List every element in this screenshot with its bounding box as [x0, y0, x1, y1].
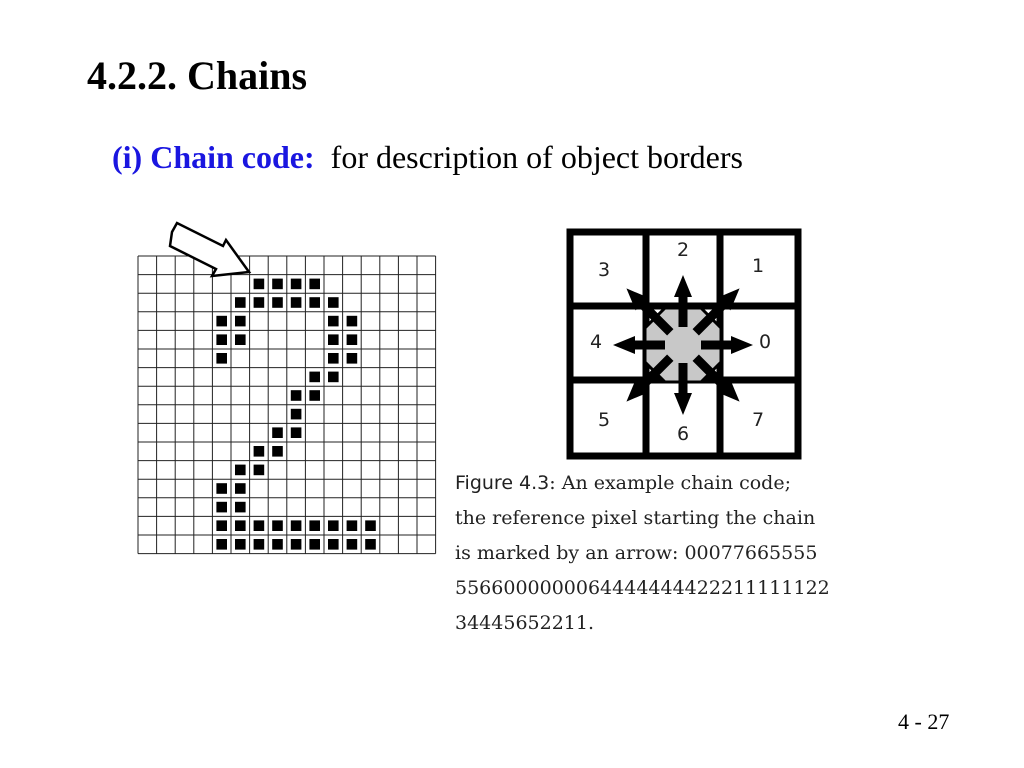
direction-arrow-icon: [674, 275, 692, 327]
filled-pixel: [272, 427, 283, 438]
direction-label-3: 3: [598, 259, 610, 281]
filled-pixel: [290, 539, 302, 550]
filled-pixel: [235, 315, 246, 327]
filled-pixel: [235, 501, 246, 513]
caption-line-3-prefix: is marked by an arrow:: [455, 542, 679, 564]
filled-pixel: [253, 297, 265, 308]
filled-pixel: [235, 483, 246, 494]
direction-label-4: 4: [590, 331, 602, 353]
filled-pixel: [216, 483, 227, 494]
filled-pixel: [253, 446, 265, 457]
filled-pixel: [290, 390, 302, 401]
direction-arrow-icon: [626, 288, 674, 336]
page-number: 4 - 27: [898, 709, 950, 734]
direction-compass-diagram: 0 1 2 3 4 5 6 7: [566, 228, 802, 460]
filled-pixel: [216, 501, 227, 513]
direction-label-0: 0: [759, 331, 771, 353]
chain-code-end: 34445652211.: [455, 612, 595, 634]
item-term: Chain code:: [150, 139, 315, 175]
filled-pixel: [290, 297, 302, 308]
filled-pixels: [216, 278, 376, 550]
filled-pixel: [328, 334, 339, 345]
filled-pixel: [272, 297, 283, 308]
filled-pixel: [309, 520, 320, 531]
filled-pixel: [216, 334, 227, 345]
filled-pixel: [346, 520, 358, 531]
direction-arrows: [613, 275, 753, 415]
grid-lines: [137, 255, 437, 555]
filled-pixel: [253, 539, 265, 550]
filled-pixel: [290, 408, 302, 420]
filled-pixel: [290, 520, 302, 531]
subtitle-line: (i)Chain code: for description of object …: [112, 137, 743, 177]
filled-pixel: [365, 520, 376, 531]
filled-pixel: [253, 278, 265, 290]
direction-arrow-icon: [701, 336, 753, 354]
caption-line-1: Figure 4.3: An example chain code;: [455, 466, 905, 501]
filled-pixel: [328, 520, 339, 531]
filled-pixel: [216, 353, 227, 364]
filled-pixel: [216, 539, 227, 550]
filled-pixel: [328, 539, 339, 550]
filled-pixel: [328, 315, 339, 327]
chain-code-pixel-grid: [137, 221, 437, 555]
chain-code-continued: 5566000000064444444422211111122: [455, 577, 830, 599]
direction-label-6: 6: [677, 423, 689, 445]
start-arrow-icon: [168, 221, 252, 278]
filled-pixel: [235, 334, 246, 345]
filled-pixel: [328, 297, 339, 308]
filled-pixel: [309, 297, 320, 308]
filled-pixel: [309, 371, 320, 383]
filled-pixel: [309, 539, 320, 550]
filled-pixel: [216, 520, 227, 531]
direction-label-1: 1: [752, 255, 764, 277]
direction-arrow-icon: [626, 354, 674, 402]
item-number: (i): [112, 139, 143, 175]
caption-line-3: is marked by an arrow: 00077665555: [455, 536, 905, 571]
filled-pixel: [272, 520, 283, 531]
direction-arrow-icon: [692, 354, 740, 402]
filled-pixel: [235, 520, 246, 531]
slide-title: 4.2.2. Chains: [87, 53, 308, 98]
filled-pixel: [272, 539, 283, 550]
filled-pixel: [290, 278, 302, 290]
direction-arrow-icon: [692, 288, 740, 336]
filled-pixel: [365, 539, 376, 550]
filled-pixel: [309, 390, 320, 401]
filled-pixel: [253, 520, 265, 531]
caption-line-2: the reference pixel starting the chain: [455, 507, 816, 529]
filled-pixel: [235, 464, 246, 476]
filled-pixel: [290, 427, 302, 438]
filled-pixel: [346, 539, 358, 550]
filled-pixel: [216, 315, 227, 327]
caption-line-1-text: : An example chain code;: [549, 472, 791, 494]
filled-pixel: [309, 278, 320, 290]
direction-label-7: 7: [752, 409, 764, 431]
filled-pixel: [346, 315, 358, 327]
item-description: for description of object borders: [330, 139, 743, 175]
filled-pixel: [346, 334, 358, 345]
filled-pixel: [235, 297, 246, 308]
chain-code-start: 00077665555: [684, 542, 818, 564]
figure-label: Figure 4.3: [455, 472, 550, 494]
filled-pixel: [235, 539, 246, 550]
filled-pixel: [272, 278, 283, 290]
direction-arrow-icon: [674, 363, 692, 415]
filled-pixel: [272, 446, 283, 457]
filled-pixel: [328, 353, 339, 364]
direction-label-5: 5: [598, 409, 610, 431]
filled-pixel: [346, 353, 358, 364]
direction-arrow-icon: [613, 336, 665, 354]
filled-pixel: [328, 371, 339, 383]
direction-label-2: 2: [677, 239, 689, 261]
figure-caption: Figure 4.3: An example chain code; the r…: [455, 466, 905, 641]
filled-pixel: [253, 464, 265, 476]
